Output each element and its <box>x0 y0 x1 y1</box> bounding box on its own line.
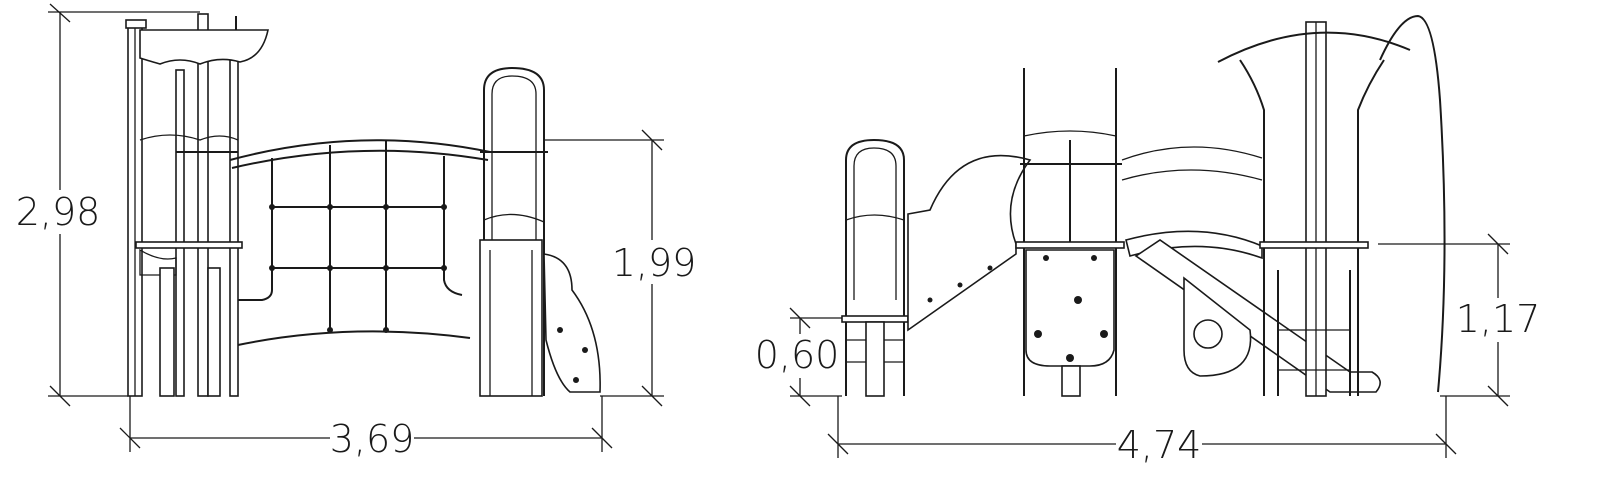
side-view-dimensions: 0,60 1,17 4,74 <box>755 233 1541 468</box>
dimension-height-platform-side: 1,17 <box>1456 297 1541 341</box>
front-view-structure <box>125 13 601 397</box>
dimension-height-platform: 1,99 <box>612 241 697 285</box>
dimension-width-side: 4,74 <box>1117 423 1202 467</box>
front-view-dimensions: 2,98 1,99 3,69 <box>0 3 697 462</box>
dimension-height-total: 2,98 <box>16 190 101 234</box>
dimension-height-low: 0,60 <box>755 333 840 377</box>
side-view-structure <box>841 14 1446 397</box>
dimension-width: 3,69 <box>330 417 415 461</box>
climbing-net <box>237 140 471 346</box>
